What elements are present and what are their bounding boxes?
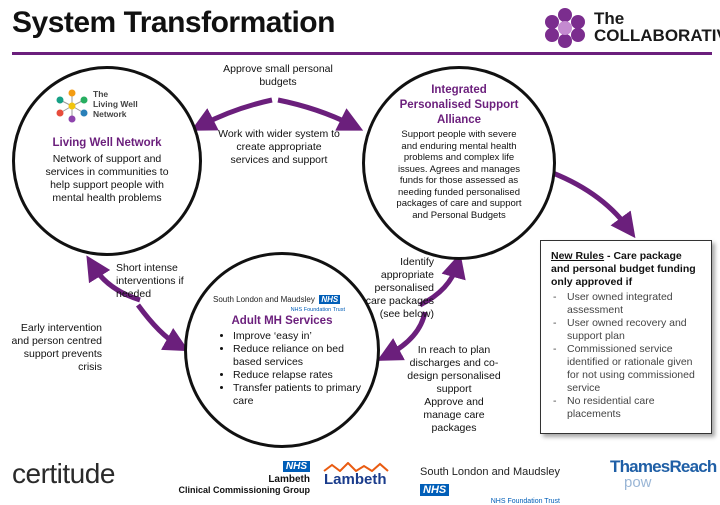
slam-logo: South London and Maudsley NHS NHS Founda…: [213, 289, 363, 313]
list-item: Reduce reliance on bed based services: [233, 343, 363, 369]
title-rule: [12, 52, 712, 55]
new-rules-list: User owned integrated assessment User ow…: [551, 291, 701, 421]
list-item: Improve ‘easy in’: [233, 330, 363, 343]
note-wider-system: Work with wider system to create appropr…: [218, 128, 340, 166]
thamesreach-sub: pow: [624, 474, 652, 491]
adult-mh-circle: South London and Maudsley NHS NHS Founda…: [184, 252, 380, 448]
list-item: No residential care placements: [551, 395, 701, 421]
living-well-text: Network of support and services in commu…: [45, 153, 169, 204]
ccg-line1: Lambeth: [268, 474, 310, 485]
slam-logo-text: South London and Maudsley: [213, 295, 315, 304]
collaborative-logo: The COLLABORATIVE: [542, 6, 720, 50]
new-rules-heading: New Rules: [551, 250, 605, 262]
ccg-nhs-badge: NHS: [282, 461, 310, 472]
thamesreach-logo: ThamesReach pow: [610, 457, 717, 491]
slam-footer-logo: South London and Maudsley NHS NHS Founda…: [420, 462, 590, 505]
arrow-top-left: [190, 97, 273, 131]
brand-line1: The: [594, 9, 625, 28]
list-item: Transfer patients to primary care: [233, 382, 363, 408]
ipsa-text: Support people with severe and enduring …: [396, 129, 522, 221]
arrow-left-down: [135, 303, 189, 352]
slam-trust-text: NHS Foundation Trust: [290, 307, 345, 313]
list-item: User owned integrated assessment: [551, 291, 701, 317]
slam-footer-trust: NHS Foundation Trust: [490, 498, 560, 505]
living-well-circle: The Living Well Network Living Well Netw…: [12, 66, 202, 256]
list-item: User owned recovery and support plan: [551, 317, 701, 343]
new-rules-header: New Rules - Care package and personal bu…: [551, 250, 701, 289]
ipsa-title-line3: Alliance: [436, 114, 482, 126]
living-well-logo-line1: The: [93, 89, 109, 99]
note-approve-manage: Approve and manage care packages: [423, 396, 485, 434]
list-item: Commissioned service identified or ratio…: [551, 343, 701, 395]
network-icon: [56, 89, 88, 123]
living-well-logo-line3: Network: [93, 109, 127, 119]
lambeth-skyline-icon: [323, 462, 389, 472]
living-well-logo: The Living Well Network: [55, 87, 165, 123]
arrow-right-down: [376, 311, 428, 361]
certitude-logo: certitude: [12, 458, 115, 489]
note-approve: Approve small personal budgets: [223, 63, 333, 88]
new-rules-lead: Care package and personal budget funding…: [551, 250, 696, 288]
lambeth-ccg-logo: NHS Lambeth Clinical Commissioning Group: [160, 456, 310, 496]
list-item: Reduce relapse rates: [233, 369, 363, 382]
ipsa-title-line1: Integrated: [431, 84, 487, 96]
slam-footer-nhs: NHS: [420, 484, 450, 496]
page-title: System Transformation: [12, 6, 335, 39]
arrow-right-up: [418, 252, 466, 308]
arrow-top-right: [277, 97, 364, 131]
thamesreach-text: ThamesReach: [610, 457, 717, 476]
adult-mh-list: Improve ‘easy in’ Reduce reliance on bed…: [219, 330, 363, 408]
note-early-intervention: Early intervention and person centred su…: [11, 322, 102, 373]
living-well-title: Living Well Network: [52, 137, 162, 149]
arrow-ipsa-to-rules: [544, 167, 636, 239]
note-short-interventions: Short intense interventions if needed: [116, 262, 184, 300]
ipsa-circle: Integrated Personalised Support Alliance…: [362, 66, 556, 260]
new-rules-box: New Rules - Care package and personal bu…: [540, 240, 712, 434]
nhs-badge: NHS: [319, 295, 341, 304]
lambeth-text: Lambeth: [324, 471, 387, 488]
note-identify: Identify appropriate personalised care p…: [365, 256, 434, 320]
adult-mh-title: Adult MH Services: [231, 315, 333, 327]
brand-line2: COLLABORATIVE: [594, 26, 720, 45]
flower-icon: [545, 8, 585, 48]
ipsa-title-line2: Personalised Support: [399, 99, 519, 111]
living-well-logo-line2: Living Well: [93, 99, 138, 109]
slam-footer-text: South London and Maudsley: [420, 466, 561, 478]
note-in-reach: In reach to plan discharges and co-desig…: [407, 344, 501, 395]
lambeth-logo: Lambeth: [322, 462, 392, 490]
ipsa-title: Integrated Personalised Support Alliance: [365, 83, 553, 128]
ccg-line2: Clinical Commissioning Group: [178, 485, 310, 495]
new-rules-dash: -: [604, 250, 614, 262]
arrow-left-up: [86, 255, 141, 303]
